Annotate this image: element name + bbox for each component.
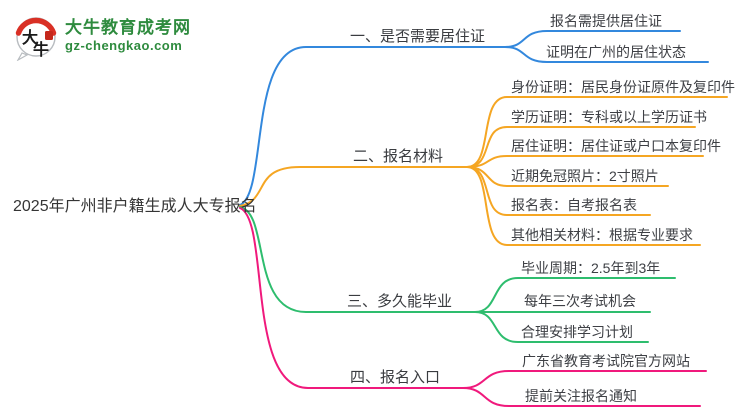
logo-bull-icon: 大 牛: [15, 17, 57, 61]
branch-2-connector: [239, 166, 468, 207]
site-logo[interactable]: 大 牛 大牛教育成考网 gz-chengkao.com: [12, 11, 191, 61]
branch-3-topic: 三、多久能毕业: [347, 293, 453, 310]
branch-4-child-1: 广东省教育考试院官方网站: [522, 353, 690, 369]
branch-3-child-1: 毕业周期：2.5年到3年: [521, 260, 661, 276]
branch-1-child-2-connector: [504, 46, 709, 63]
branch-2-child-1-connector: [466, 96, 728, 168]
logo-site-domain: gz-chengkao.com: [65, 38, 183, 53]
branch-1-child-1: 报名需提供居住证: [550, 13, 662, 29]
branch-1-connector: [239, 46, 506, 206]
branch-2-child-6-connector: [466, 166, 701, 246]
branch-4-child-1-connector: [462, 370, 707, 389]
logo-site-name: 大牛教育成考网: [65, 18, 191, 37]
branch-3-child-1-connector: [474, 277, 676, 313]
branch-2-child-2: 学历证明：专科或以上学历证书: [511, 109, 707, 125]
branch-1-child-1-connector: [504, 30, 681, 48]
logo-seal: [45, 31, 53, 40]
branch-3-child-2: 每年三次考试机会: [524, 293, 636, 309]
branch-2-topic: 二、报名材料: [353, 148, 444, 165]
branch-2-child-3: 居住证明：居住证或户口本复印件: [511, 138, 721, 154]
branch-4-connector: [239, 207, 464, 389]
branch-3-child-3: 合理安排学习计划: [521, 324, 633, 340]
branch-1-topic: 一、是否需要居住证: [350, 28, 486, 45]
branch-4-child-2: 提前关注报名通知: [525, 388, 637, 404]
branch-3-connector: [239, 206, 476, 313]
branch-2-child-1: 身份证明：居民身份证原件及复印件: [511, 79, 735, 95]
branch-4-topic: 四、报名入口: [350, 369, 441, 386]
branch-2-child-6: 其他相关材料：根据专业要求: [511, 227, 693, 243]
logo-icon-char-top: 大: [22, 28, 38, 47]
branch-4-child-2-connector: [462, 387, 701, 407]
branch-2-child-2-connector: [466, 126, 696, 168]
branch-2-child-5: 报名表：自考报名表: [511, 197, 637, 213]
logo-icon-char-bottom: 牛: [33, 40, 49, 59]
branch-2-child-4: 近期免冠照片：2寸照片: [511, 168, 659, 184]
branch-3-child-3-connector: [474, 311, 649, 343]
branch-1-child-2: 证明在广州的居住状态: [546, 44, 686, 60]
root-topic: 2025年广州非户籍生成人大专报名: [13, 198, 257, 215]
